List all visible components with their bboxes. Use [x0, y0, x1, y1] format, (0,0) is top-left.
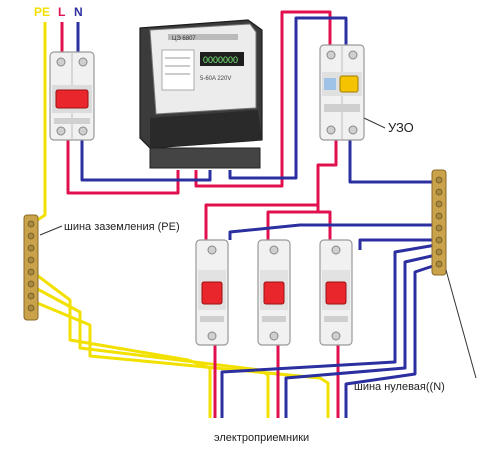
- main-breaker: [49, 51, 95, 141]
- ground-wire-2: [29, 283, 270, 418]
- rcd-leader-line: [363, 117, 386, 129]
- ground-wire-3: [29, 298, 330, 418]
- consumers-label: электроприемники: [214, 432, 309, 444]
- meter-spec-text: 5-60A 220V: [200, 76, 231, 82]
- neutral-wires: [76, 16, 438, 418]
- meter-neutral-to-rcd-wire: [228, 16, 348, 180]
- neutral-bus-label: шина нулевая((N): [354, 381, 445, 393]
- ground-bus-label: шина заземления (PE): [64, 221, 180, 233]
- ground-bus-leader-line: [39, 225, 63, 236]
- electricity-meter: ЦЭ 6807 0000000 5-60A 220V: [139, 19, 263, 169]
- neutral-wire-2: [358, 238, 436, 250]
- load-neutral-2: [284, 253, 437, 418]
- neutral-bus-leader-line: [445, 269, 477, 379]
- breaker-neutral-to-meter-wire: [80, 140, 212, 182]
- load-neutral-3: [344, 263, 437, 418]
- main-breaker-toggle: [55, 89, 89, 109]
- pe-feed-wire: [29, 22, 47, 227]
- rcd-neutral-to-bus-wire: [348, 140, 438, 190]
- meter-brand-text: ЦЭ 6807: [172, 36, 196, 42]
- ground-bus-bar: [23, 214, 39, 321]
- rcd-toggle: [339, 75, 359, 93]
- branch-breaker-2-toggle: [263, 281, 285, 305]
- phase-wires: [60, 10, 340, 418]
- rcd-to-breakers-wire: [204, 140, 338, 240]
- neutral-bus-bar: [431, 169, 447, 276]
- ground-wire-1: [29, 268, 212, 418]
- meter-display-text: 0000000: [203, 55, 238, 65]
- terminal-l-label: L: [58, 5, 65, 19]
- phase-bus-breaker-3: [318, 210, 332, 240]
- branch-breaker-2: [257, 239, 291, 346]
- branch-breaker-1: [195, 239, 229, 346]
- branch-breaker-1-toggle: [201, 281, 223, 305]
- branch-breaker-3-toggle: [325, 281, 347, 305]
- rcd-label: УЗО: [388, 120, 414, 135]
- branch-breaker-3: [319, 239, 353, 346]
- terminal-pe-label: PE: [34, 5, 50, 19]
- rcd-device: [319, 44, 365, 141]
- load-neutral-1: [220, 243, 437, 418]
- meter-display: [200, 52, 244, 66]
- phase-bus-breaker-2: [266, 205, 320, 240]
- terminal-n-label: N: [74, 5, 83, 19]
- neutral-wire-1: [228, 223, 436, 240]
